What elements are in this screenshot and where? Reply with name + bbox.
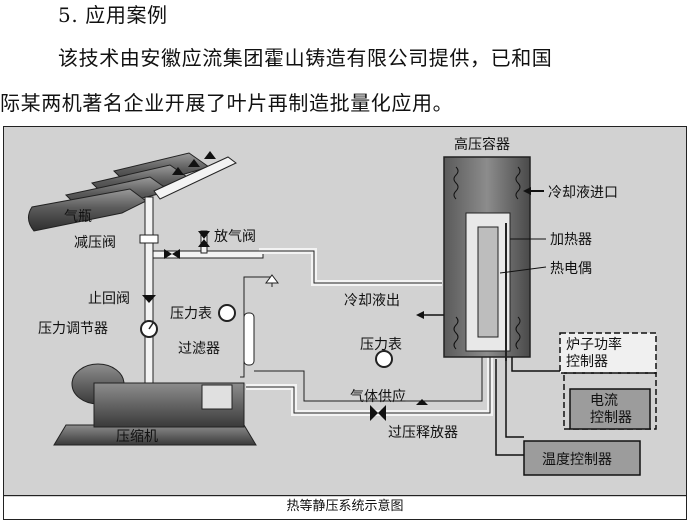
label-check-valve: 止回阀 bbox=[88, 291, 130, 307]
paragraph-line-1: 该技术由安徽应流集团霍山铸造有限公司提供，已和国 bbox=[58, 46, 553, 70]
label-pressure-reducing-valve: 减压阀 bbox=[74, 235, 116, 251]
label-temperature-controller: 温度控制器 bbox=[542, 452, 612, 468]
hip-system-diagram: 气瓶 减压阀 放气阀 止回阀 压力调节器 压力表 过滤器 压缩机 高压容器 冷却… bbox=[4, 127, 686, 497]
label-gas-supply: 气体供应 bbox=[350, 388, 406, 405]
label-vent-valve: 放气阀 bbox=[214, 229, 256, 245]
label-current-controller: 电流控制器 bbox=[590, 393, 632, 426]
label-thermocouple: 热电偶 bbox=[550, 261, 592, 277]
paragraph-line-2: 际某两机著名企业开展了叶片再制造批量化应用。 bbox=[0, 91, 454, 115]
label-overpressure-relief: 过压释放器 bbox=[388, 425, 458, 441]
label-furnace-power-controller: 炉子功率控制器 bbox=[566, 336, 622, 370]
figure-frame: 气瓶 减压阀 放气阀 止回阀 压力调节器 压力表 过滤器 压缩机 高压容器 冷却… bbox=[3, 126, 687, 520]
label-filter: 过滤器 bbox=[178, 341, 220, 357]
label-pressure-regulator: 压力调节器 bbox=[38, 321, 108, 337]
label-coolant-inlet: 冷却液进口 bbox=[548, 185, 618, 201]
label-compressor: 压缩机 bbox=[116, 429, 158, 445]
label-pressure-gauge-2: 压力表 bbox=[360, 337, 402, 353]
compressor-unit bbox=[53, 363, 257, 446]
section-heading: 5. 应用案例 bbox=[58, 3, 168, 27]
gas-cylinders bbox=[28, 152, 211, 232]
high-pressure-vessel bbox=[443, 156, 531, 361]
label-high-pressure-vessel: 高压容器 bbox=[454, 136, 510, 153]
label-pressure-gauge-1: 压力表 bbox=[170, 306, 212, 322]
label-heater: 加热器 bbox=[550, 232, 592, 248]
label-gas-cylinder: 气瓶 bbox=[64, 209, 92, 225]
figure-caption: 热等静压系统示意图 bbox=[4, 495, 686, 519]
label-coolant-outlet: 冷却液出 bbox=[344, 293, 400, 309]
